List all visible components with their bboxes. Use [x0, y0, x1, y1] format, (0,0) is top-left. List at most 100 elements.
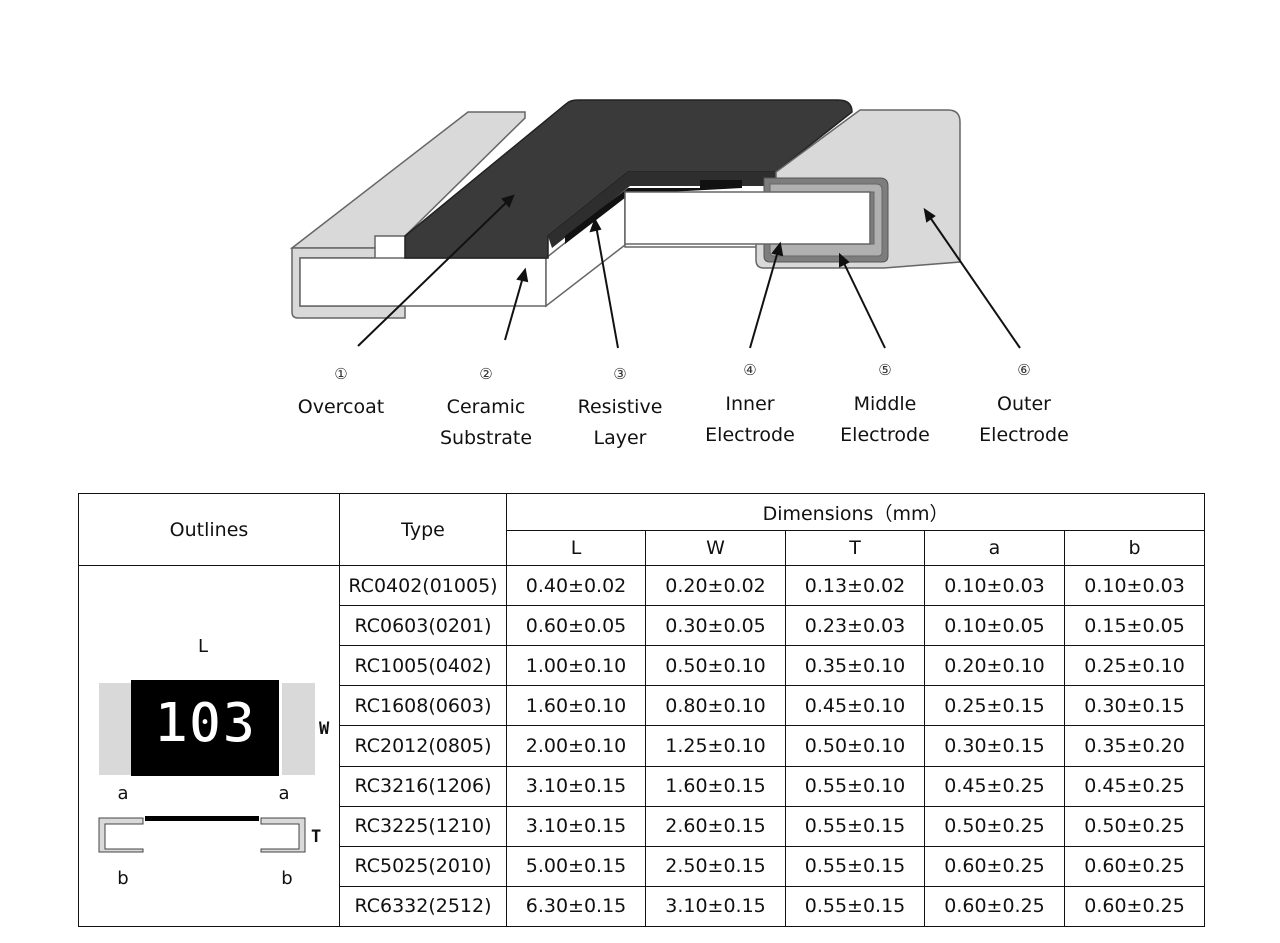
dim-a-left-label: a — [117, 783, 128, 804]
callout-arrows — [357, 194, 1021, 349]
dim-T-label: T — [311, 827, 321, 847]
outline-side-right — [260, 817, 306, 853]
outline-right-terminal — [282, 683, 315, 775]
cell-a: 0.60±0.25 — [924, 845, 1065, 887]
header-col-T: T — [785, 530, 925, 566]
header-type: Type — [339, 493, 507, 566]
cell-b: 0.35±0.20 — [1063, 725, 1206, 767]
cell-b: 0.60±0.25 — [1063, 845, 1206, 887]
arrow-middle-electrode — [839, 254, 886, 349]
resistive-layer — [565, 180, 742, 244]
outline-drawing: L 103 W a a T b b — [98, 636, 330, 889]
cell-L: 5.00±0.15 — [506, 845, 646, 887]
cell-b: 0.25±0.10 — [1063, 645, 1206, 687]
cell-a: 0.10±0.05 — [924, 605, 1065, 647]
cell-L: 3.10±0.15 — [506, 805, 646, 847]
label-middle-electrode: ⑤ Middle Electrode — [840, 361, 930, 446]
cell-a: 0.30±0.15 — [924, 725, 1065, 767]
header-col-b: b — [1063, 530, 1206, 566]
dim-L-label: L — [198, 636, 208, 657]
svg-text:②: ② — [479, 365, 492, 383]
svg-text:④: ④ — [743, 361, 756, 379]
header-dimensions: Dimensions（mm） — [505, 493, 1206, 531]
svg-text:Electrode: Electrode — [979, 424, 1069, 446]
overcoat-layer — [404, 99, 853, 259]
cell-L: 0.60±0.05 — [506, 605, 646, 647]
cell-T: 0.55±0.15 — [785, 845, 925, 887]
svg-text:Middle: Middle — [854, 393, 917, 415]
outline-body — [131, 680, 279, 776]
svg-text:Substrate: Substrate — [440, 427, 532, 449]
label-overcoat: ① Overcoat — [298, 365, 384, 418]
header-col-W: W — [645, 530, 786, 566]
arrow-substrate — [504, 269, 526, 341]
table-row: L 103 W a a T b b RC — [78, 564, 1206, 927]
cell-type: RC5025(2010) — [339, 845, 507, 887]
dim-W-label: W — [319, 719, 330, 739]
cell-b: 0.30±0.15 — [1063, 685, 1206, 727]
cell-a: 0.60±0.25 — [924, 885, 1065, 928]
table-row: RC2012(0805) 2.00±0.10 1.25±0.10 0.50±0.… — [79, 725, 1206, 767]
cell-W: 1.60±0.15 — [645, 765, 786, 807]
cell-T: 0.23±0.03 — [785, 605, 925, 647]
cell-W: 0.50±0.10 — [645, 645, 786, 687]
table-row: RC6332(2512) 6.30±0.15 3.10±0.15 0.55±0.… — [79, 885, 1206, 928]
cell-T: 0.35±0.10 — [785, 645, 925, 687]
svg-text:③: ③ — [613, 365, 626, 383]
cell-type: RC1608(0603) — [339, 685, 507, 727]
cell-type: RC0603(0201) — [339, 605, 507, 647]
cell-W: 1.25±0.10 — [645, 725, 786, 767]
cell-L: 1.00±0.10 — [506, 645, 646, 687]
svg-text:Outer: Outer — [997, 393, 1051, 415]
dim-b-left-label: b — [117, 868, 128, 889]
cell-a: 0.50±0.25 — [924, 805, 1065, 847]
arrow-inner-electrode — [749, 243, 781, 349]
cell-a: 0.10±0.03 — [924, 564, 1065, 607]
cell-T: 0.50±0.10 — [785, 725, 925, 767]
svg-text:Electrode: Electrode — [705, 424, 795, 446]
label-resistive-layer: ③ Resistive Layer — [578, 365, 663, 449]
table-row: RC1608(0603) 1.60±0.10 0.80±0.10 0.45±0.… — [79, 685, 1206, 727]
cell-W: 2.50±0.15 — [645, 845, 786, 887]
table-row: RC3225(1210) 3.10±0.15 2.60±0.15 0.55±0.… — [79, 805, 1206, 847]
cell-W: 2.60±0.15 — [645, 805, 786, 847]
cell-b: 0.10±0.03 — [1063, 564, 1206, 607]
cell-W: 0.80±0.10 — [645, 685, 786, 727]
dim-b-right-label: b — [281, 868, 292, 889]
cell-type: RC1005(0402) — [339, 645, 507, 687]
cell-b: 0.60±0.25 — [1063, 885, 1206, 928]
cell-T: 0.55±0.10 — [785, 765, 925, 807]
arrow-overcoat — [357, 195, 514, 347]
svg-text:⑤: ⑤ — [878, 361, 891, 379]
cell-L: 1.60±0.10 — [506, 685, 646, 727]
cell-T: 0.13±0.02 — [785, 564, 925, 607]
cell-T: 0.55±0.15 — [785, 885, 925, 928]
cell-type: RC3225(1210) — [339, 805, 507, 847]
cell-L: 6.30±0.15 — [506, 885, 646, 928]
svg-text:Resistive: Resistive — [578, 396, 663, 418]
dim-a-right-label: a — [278, 783, 289, 804]
arrow-resistive — [594, 219, 619, 349]
table-row: RC1005(0402) 1.00±0.10 0.50±0.10 0.35±0.… — [79, 645, 1206, 687]
table-row: RC0603(0201) 0.60±0.05 0.30±0.05 0.23±0.… — [79, 605, 1206, 647]
cell-type: RC3216(1206) — [339, 765, 507, 807]
cell-L: 3.10±0.15 — [506, 765, 646, 807]
cell-a: 0.20±0.10 — [924, 645, 1065, 687]
svg-text:Ceramic: Ceramic — [447, 396, 526, 418]
outline-marking: 103 — [154, 691, 255, 756]
cell-type: RC6332(2512) — [339, 885, 507, 928]
cell-a: 0.45±0.25 — [924, 765, 1065, 807]
right-electrode — [624, 109, 961, 269]
cell-b: 0.15±0.05 — [1063, 605, 1206, 647]
svg-text:Overcoat: Overcoat — [298, 396, 384, 418]
svg-text:Inner: Inner — [725, 393, 774, 415]
cell-L: 2.00±0.10 — [506, 725, 646, 767]
svg-text:Electrode: Electrode — [840, 424, 930, 446]
svg-text:⑥: ⑥ — [1017, 361, 1030, 379]
dimensions-table: Outlines Type Dimensions（mm） L W T a b L… — [78, 493, 1206, 928]
outline-side-left — [98, 817, 144, 853]
header-outlines: Outlines — [78, 493, 340, 566]
outline-side-resistive — [145, 816, 259, 821]
chip-resistor-structure-diagram: ① Overcoat ② Ceramic Substrate ③ Resisti… — [289, 99, 1069, 449]
cell-L: 0.40±0.02 — [506, 564, 646, 607]
